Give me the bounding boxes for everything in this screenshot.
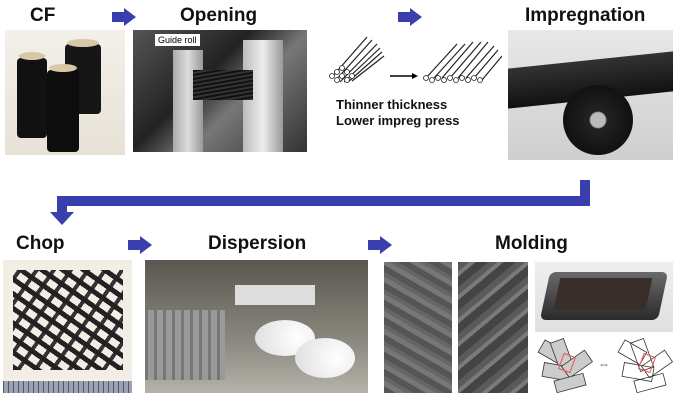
fiber-caption-pressure: Lower impreg press <box>336 113 460 128</box>
fiber-caption-thickness: Thinner thickness <box>336 97 448 112</box>
opening-photo: Guide roll <box>133 30 307 152</box>
right-arrow-icon <box>112 8 136 26</box>
molded-sheet-photo-1 <box>384 262 452 393</box>
cf-spools-photo <box>5 30 125 155</box>
step-label-chop: Chop <box>16 233 65 254</box>
right-arrow-icon <box>128 236 152 254</box>
connector-arrow-icon <box>50 180 590 225</box>
step-label-molding: Molding <box>495 233 568 254</box>
impregnation-photo <box>508 30 673 160</box>
molded-tray-photo <box>535 262 673 332</box>
svg-text:⇔: ⇔ <box>598 357 610 371</box>
dispersion-photo <box>145 260 368 393</box>
fiber-network-diagram: ⇔ <box>537 337 673 394</box>
right-arrow-icon <box>368 236 392 254</box>
molded-sheet-photo-2 <box>458 262 528 393</box>
step-label-cf: CF <box>30 5 56 26</box>
step-label-impregnation: Impregnation <box>525 5 646 26</box>
right-arrow-icon <box>398 8 422 26</box>
step-label-opening: Opening <box>180 5 258 26</box>
fiber-spreading-diagram <box>329 36 502 83</box>
step-label-dispersion: Dispersion <box>208 233 307 254</box>
chopped-fiber-photo <box>3 260 132 393</box>
guide-roll-label: Guide roll <box>155 34 200 46</box>
